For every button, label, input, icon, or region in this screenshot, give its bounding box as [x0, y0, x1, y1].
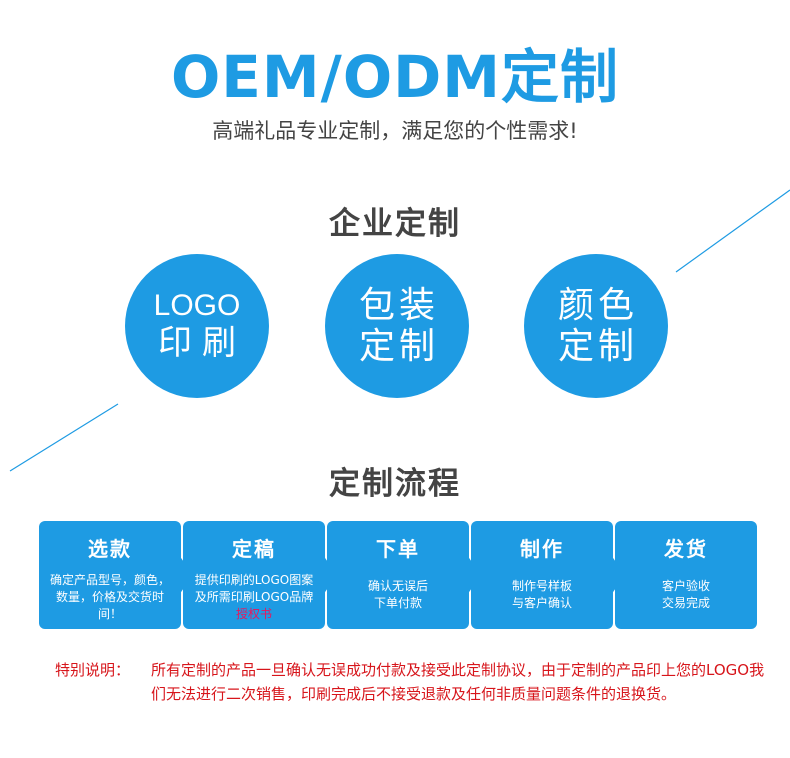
package-custom-circle: 包装 定制 — [325, 254, 469, 398]
page-title: OEM/ODM定制 — [171, 43, 619, 111]
page-subtitle: 高端礼品专业定制，满足您的个性需求! — [212, 119, 578, 143]
special-notice: 特别说明： 所有定制的产品一旦确认无误成功付款及接受此定制协议，由于定制的产品印… — [55, 658, 765, 706]
step-desc-line2: 下单付款 — [373, 596, 422, 610]
circle-line2: 印刷 — [158, 322, 246, 363]
step-title: 选款 — [88, 537, 132, 561]
step-produce: 制作 制作号样板 与客户确认 — [471, 521, 613, 629]
step-title: 发货 — [664, 537, 708, 561]
step-order: 下单 确认无误后 下单付款 — [327, 521, 469, 629]
step-desc: 提供印刷的LOGO图案及所需印刷LOGO品牌授权书 — [183, 572, 325, 623]
step-title: 制作 — [520, 537, 564, 561]
logo-print-circle: LOGO 印刷 — [125, 254, 269, 398]
notice-text: 所有定制的产品一旦确认无误成功付款及接受此定制协议，由于定制的产品印上您的LOG… — [151, 661, 765, 703]
circle-line2: 定制 — [358, 326, 439, 367]
step-desc-line2: 交易完成 — [661, 596, 710, 610]
step-select: 选款 确定产品型号，颜色，数量，价格及交货时间！ — [39, 521, 181, 629]
step-title: 下单 — [376, 537, 420, 561]
color-custom-circle: 颜色 定制 — [524, 254, 668, 398]
step-desc-line1: 确认无误后 — [367, 579, 428, 593]
circle-line1: LOGO — [153, 289, 241, 323]
step-desc-line1: 制作号样板 — [511, 579, 572, 593]
enterprise-heading: 企业定制 — [329, 206, 461, 242]
circle-line1: 包装 — [358, 284, 439, 326]
process-steps: 选款 确定产品型号，颜色，数量，价格及交货时间！ 定稿 提供印刷的LOGO图案及… — [39, 521, 759, 629]
step-desc-line1: 客户验收 — [661, 579, 710, 593]
step-desc: 客户验收 交易完成 — [615, 578, 757, 612]
step-desc-highlight: 授权书 — [235, 607, 272, 621]
step-desc-text: 提供印刷的LOGO图案及所需印刷LOGO品牌 — [194, 573, 314, 604]
circle-line2: 定制 — [557, 326, 638, 367]
step-desc-line2: 与客户确认 — [511, 596, 572, 610]
step-desc: 确认无误后 下单付款 — [327, 578, 469, 612]
step-desc: 制作号样板 与客户确认 — [471, 578, 613, 612]
process-heading: 定制流程 — [329, 466, 461, 502]
step-ship: 发货 客户验收 交易完成 — [615, 521, 757, 629]
circle-line1: 颜色 — [557, 284, 638, 326]
notice-label: 特别说明： — [55, 661, 131, 679]
step-title: 定稿 — [232, 537, 276, 561]
step-desc: 确定产品型号，颜色，数量，价格及交货时间！ — [49, 573, 170, 621]
step-finalize: 定稿 提供印刷的LOGO图案及所需印刷LOGO品牌授权书 — [183, 521, 325, 629]
